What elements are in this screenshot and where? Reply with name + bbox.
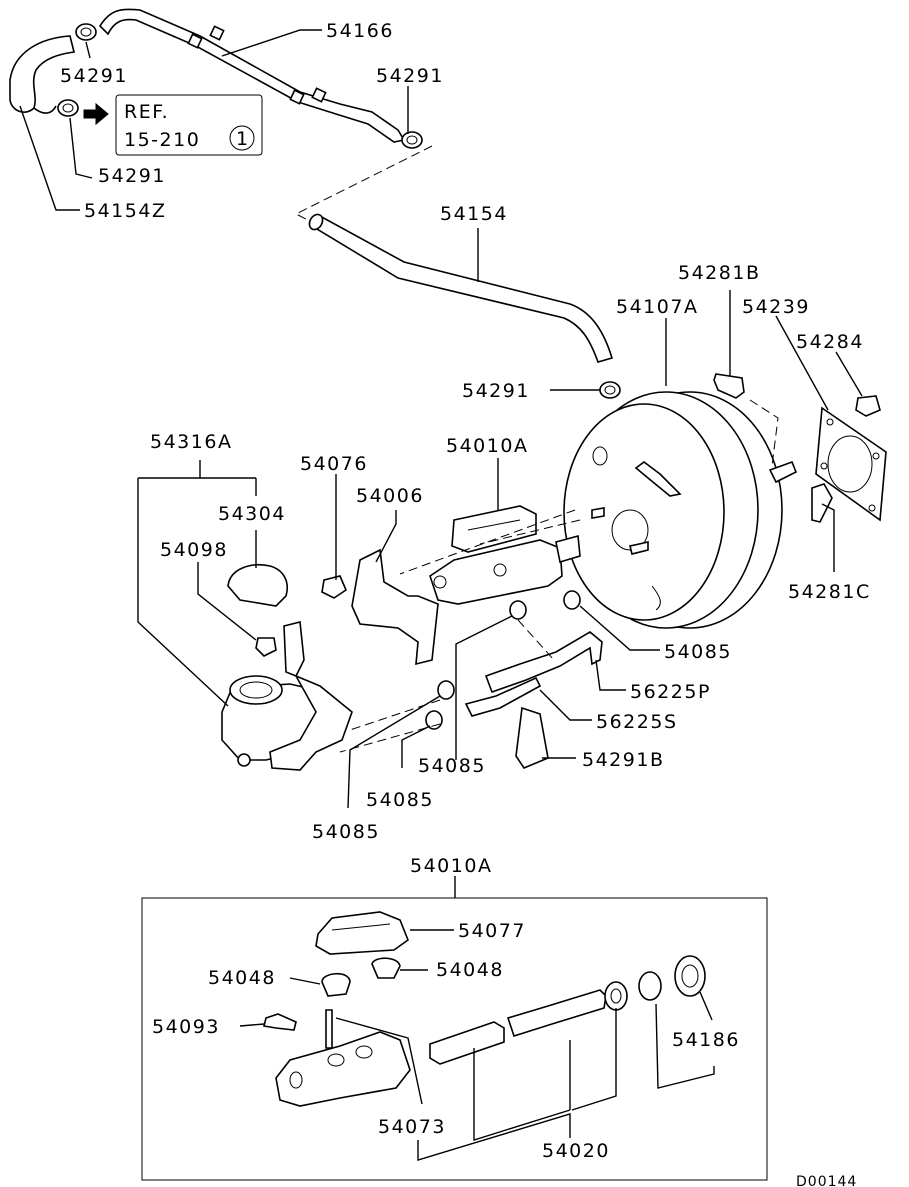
label-54166: 54166 (326, 20, 394, 42)
label-56225p: 56225P (630, 681, 711, 703)
bracket-54006 (351, 548, 439, 666)
nut-54076 (321, 575, 347, 599)
label-54010a-box: 54010A (410, 855, 492, 877)
cylinder-body (275, 1031, 411, 1107)
label-54154: 54154 (440, 203, 508, 225)
label-54077: 54077 (458, 920, 526, 942)
grommet-54048-right (371, 957, 401, 979)
ref-line2: 15-210 (124, 129, 200, 151)
master-cylinder-exploded-box (141, 876, 768, 1181)
nut-54284 (855, 395, 881, 417)
part-labels: 54166 54291 54291 54291 54154Z 54154 542… (60, 20, 871, 1187)
seal-ring (604, 981, 628, 1011)
clip-54291-b (401, 131, 423, 149)
grommet-54048-left (321, 972, 351, 997)
reservoir-54316a (221, 621, 353, 771)
pipe-56225s (464, 676, 542, 717)
piston-secondary (506, 989, 607, 1037)
fitting-54085-d (437, 680, 455, 700)
clip-54291-c (57, 99, 79, 117)
fitting-54085-a (563, 590, 581, 610)
clip-54291b (515, 706, 549, 769)
clip-54281c (811, 483, 833, 523)
fitting-54085-b (509, 600, 527, 620)
pipe-56225p (484, 631, 603, 694)
label-54085-d: 54085 (312, 821, 380, 843)
ref-line1: REF. (124, 101, 169, 123)
label-54239: 54239 (742, 296, 810, 318)
label-54291-d: 54291 (462, 380, 530, 402)
master-cylinder-assembly-54010a (399, 505, 581, 605)
label-54291-c: 54291 (98, 165, 166, 187)
brake-booster-54107a (563, 391, 798, 629)
diagram-code: D00144 (796, 1174, 857, 1187)
label-54073: 54073 (378, 1116, 446, 1138)
label-54291-b: 54291 (376, 65, 444, 87)
label-54186: 54186 (672, 1029, 740, 1051)
gasket-54239 (815, 406, 887, 522)
label-54048-left: 54048 (208, 967, 276, 989)
label-54085-c: 54085 (366, 789, 434, 811)
label-54010a-top: 54010A (446, 435, 528, 457)
vacuum-hose-assembly (9, 8, 433, 223)
piston-primary (429, 1021, 505, 1065)
label-54085-a: 54085 (664, 641, 732, 663)
ref-arrow-icon (83, 102, 109, 126)
boot-54186 (674, 955, 706, 997)
label-54098: 54098 (160, 539, 228, 561)
label-54020: 54020 (542, 1140, 610, 1162)
label-56225s: 56225S (596, 711, 678, 733)
label-54291-a: 54291 (60, 65, 128, 87)
cover-54077 (315, 911, 409, 955)
label-54107a: 54107A (616, 296, 698, 318)
label-54316a: 54316A (150, 431, 232, 453)
hose-54154z (9, 35, 75, 113)
label-54093: 54093 (152, 1016, 220, 1038)
label-54304: 54304 (218, 503, 286, 525)
snap-ring (638, 971, 662, 1001)
label-54284: 54284 (796, 331, 864, 353)
pipe-54166 (98, 8, 406, 143)
clip-54291-d (599, 381, 621, 399)
pin-54281b (713, 373, 745, 399)
hose-54154 (310, 214, 614, 363)
ref-circle-number: 1 (236, 128, 250, 150)
cap-54304 (227, 564, 288, 607)
label-54085-b: 54085 (418, 755, 486, 777)
label-54291b: 54291B (582, 749, 664, 771)
label-54048-right: 54048 (436, 959, 504, 981)
label-54281b: 54281B (678, 262, 760, 284)
label-54006: 54006 (356, 485, 424, 507)
bolt-54093 (263, 1013, 297, 1031)
label-54281c: 54281C (788, 581, 871, 603)
strainer-54098 (255, 637, 277, 657)
label-54076: 54076 (300, 453, 368, 475)
leader-lines-upper (19, 29, 863, 809)
label-54154z: 54154Z (84, 200, 166, 222)
reference-box: REF. 15-210 1 (115, 94, 263, 156)
clip-54291-a (75, 23, 97, 41)
